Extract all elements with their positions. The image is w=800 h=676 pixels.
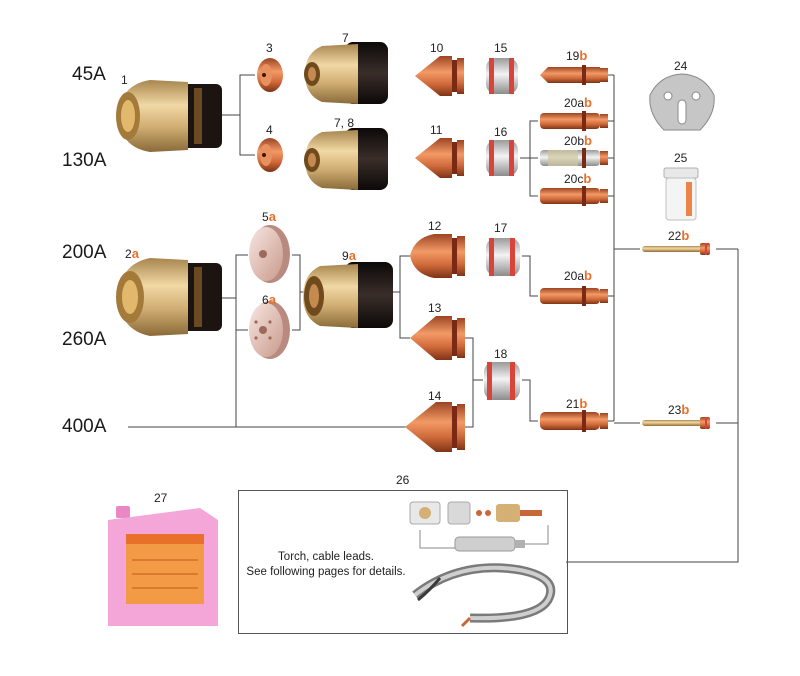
part-20b-electrode — [540, 148, 608, 168]
torch-caption-line2: See following pages for details. — [246, 566, 406, 578]
part-label-19: 19b — [566, 48, 588, 63]
torch-leads-box — [238, 490, 568, 634]
part-6-shield — [249, 301, 290, 359]
part-19-electrode — [540, 65, 608, 85]
part-label-23: 23b — [668, 402, 690, 417]
part-label-5: 5a — [262, 209, 276, 224]
part-7-nozzle-cap — [304, 42, 388, 104]
part-16-swirl-ring — [486, 140, 518, 176]
part-18-swirl-ring — [484, 362, 520, 400]
part-label-3: 3 — [266, 41, 273, 55]
part-2-retaining-cap — [116, 258, 222, 336]
part-13-nozzle — [410, 316, 465, 360]
part-label-12: 12 — [428, 219, 442, 233]
part-label-7: 7 — [342, 31, 349, 45]
part-12-nozzle — [410, 234, 465, 278]
part-20c-electrode — [540, 186, 608, 206]
part-label-25: 25 — [674, 151, 688, 165]
part-label-20a-lower: 20ab — [564, 268, 592, 283]
part-label-1: 1 — [121, 73, 128, 87]
part-22-water-tube — [642, 243, 710, 255]
part-3-shield — [257, 58, 283, 92]
part-11-nozzle — [415, 138, 464, 178]
part-label-7-8: 7, 8 — [334, 116, 355, 130]
part-label-2: 2a — [125, 246, 139, 261]
part-27-coolant — [108, 506, 218, 626]
part-label-15: 15 — [494, 41, 508, 55]
part-label-27: 27 — [154, 491, 168, 505]
part-20a-electrode — [540, 111, 608, 131]
part-label-11: 11 — [430, 123, 443, 137]
part-label-20c: 20cb — [564, 171, 592, 186]
part-label-10: 10 — [430, 41, 444, 55]
part-label-13: 13 — [428, 301, 442, 315]
part-label-21: 21b — [566, 396, 588, 411]
part-1-retaining-cap — [116, 80, 222, 152]
part-label-20a: 20ab — [564, 95, 592, 110]
part-label-26: 26 — [396, 473, 410, 487]
part-label-24: 24 — [674, 59, 688, 73]
amperage-label-200a: 200A — [62, 242, 107, 263]
part-label-18: 18 — [494, 347, 508, 361]
amperage-label-400a: 400A — [62, 416, 107, 437]
part-label-9: 9a — [342, 248, 356, 263]
part-15-swirl-ring — [486, 58, 518, 94]
amperage-label-260a: 260A — [62, 329, 107, 350]
part-4-shield — [257, 138, 283, 172]
part-label-14: 14 — [428, 389, 442, 403]
part-14-nozzle — [405, 402, 465, 452]
part-23-water-tube — [642, 417, 710, 429]
part-label-22: 22b — [668, 228, 690, 243]
part-20a-electrode-lower — [540, 286, 608, 306]
amperage-label-45a: 45A — [72, 64, 106, 85]
part-26-torch-leads — [409, 501, 556, 628]
part-label-20b: 20bb — [564, 133, 592, 148]
torch-leads-caption: Torch, cable leads. See following pages … — [244, 550, 408, 580]
part-label-4: 4 — [266, 123, 273, 137]
part-label-17: 17 — [494, 221, 508, 235]
part-17-swirl-ring — [486, 238, 520, 276]
part-label-16: 16 — [494, 125, 508, 139]
part-25-lubricant — [663, 167, 699, 221]
part-21-electrode — [540, 410, 608, 432]
part-5-shield — [249, 225, 290, 283]
part-10-nozzle — [415, 56, 464, 96]
part-9-nozzle-cap — [303, 262, 393, 328]
part-7-8-nozzle-cap — [304, 128, 388, 190]
part-24-tool — [649, 73, 715, 131]
torch-caption-line1: Torch, cable leads. — [278, 551, 374, 563]
amperage-label-130a: 130A — [62, 150, 107, 171]
part-label-6: 6a — [262, 292, 276, 307]
